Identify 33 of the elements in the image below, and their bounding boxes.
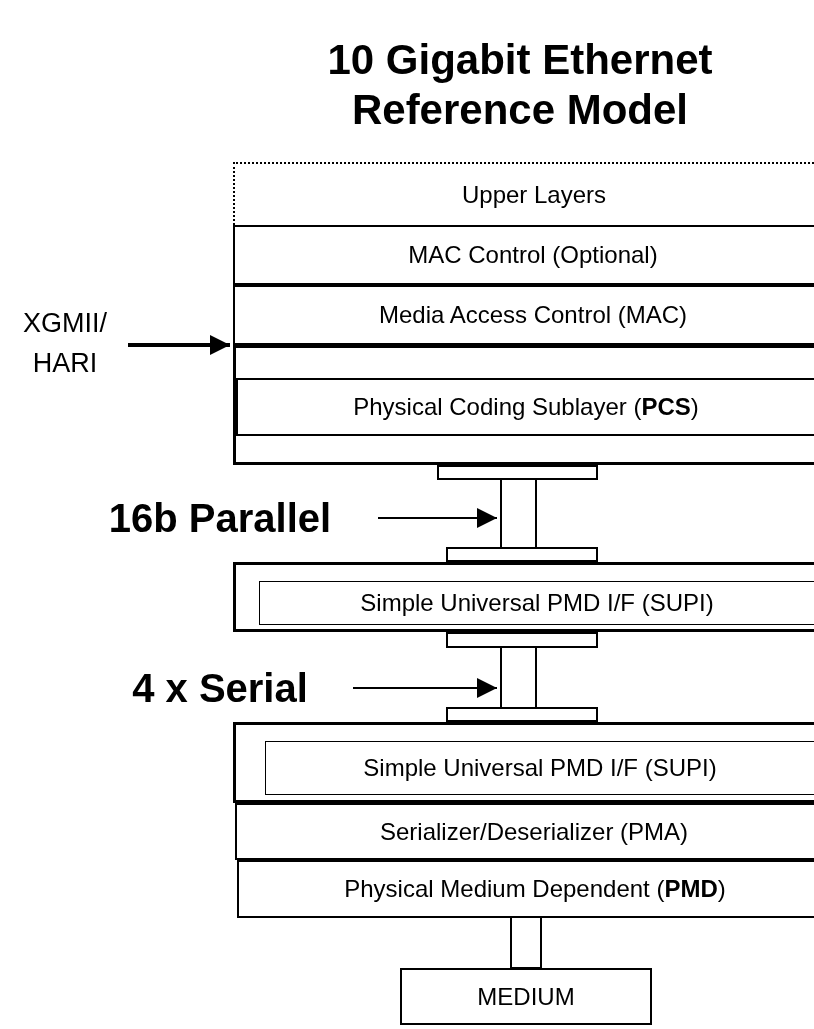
connector-line [510, 917, 542, 969]
layer-box [237, 860, 814, 918]
layer-box [233, 225, 814, 285]
arrow [128, 335, 230, 355]
interface-box [233, 722, 814, 803]
interface-box [233, 562, 814, 632]
layer-name: MAC Control (Optional) [408, 241, 658, 269]
flange-plate [446, 632, 598, 648]
layer-name: Simple Universal PMD I/F (SUPI) [363, 754, 717, 782]
layer-box [235, 803, 814, 860]
layer-box [233, 162, 814, 225]
layer-name: Simple Universal PMD I/F (SUPI) [360, 589, 714, 617]
interface-label: 16b Parallel [108, 495, 332, 541]
flange-plate [446, 547, 598, 562]
layer-name: Physical Coding Sublayer (PCS) [353, 393, 699, 421]
layer-box [236, 378, 814, 436]
arrow [352, 678, 498, 698]
layer-name: MEDIUM [477, 982, 575, 1011]
flange-plate [437, 465, 598, 480]
layer-box [233, 285, 814, 345]
layer-box [400, 968, 652, 1025]
layer-box [265, 741, 814, 795]
interface-label: 4 x Serial [132, 665, 308, 711]
interface-label: XGMII/ HARI [22, 306, 108, 380]
arrow [377, 508, 498, 528]
interface-box [233, 345, 814, 465]
flange-plate [446, 707, 598, 722]
layer-name: Upper Layers [461, 180, 607, 209]
layer-name: Physical Medium Dependent (PMD) [344, 875, 726, 903]
diagram-title: 10 Gigabit Ethernet Reference Model [326, 35, 714, 135]
layer-box [259, 581, 814, 625]
layer-name: Serializer/Deserializer (PMA) [379, 817, 689, 846]
layer-name: Media Access Control (MAC) [378, 301, 688, 329]
